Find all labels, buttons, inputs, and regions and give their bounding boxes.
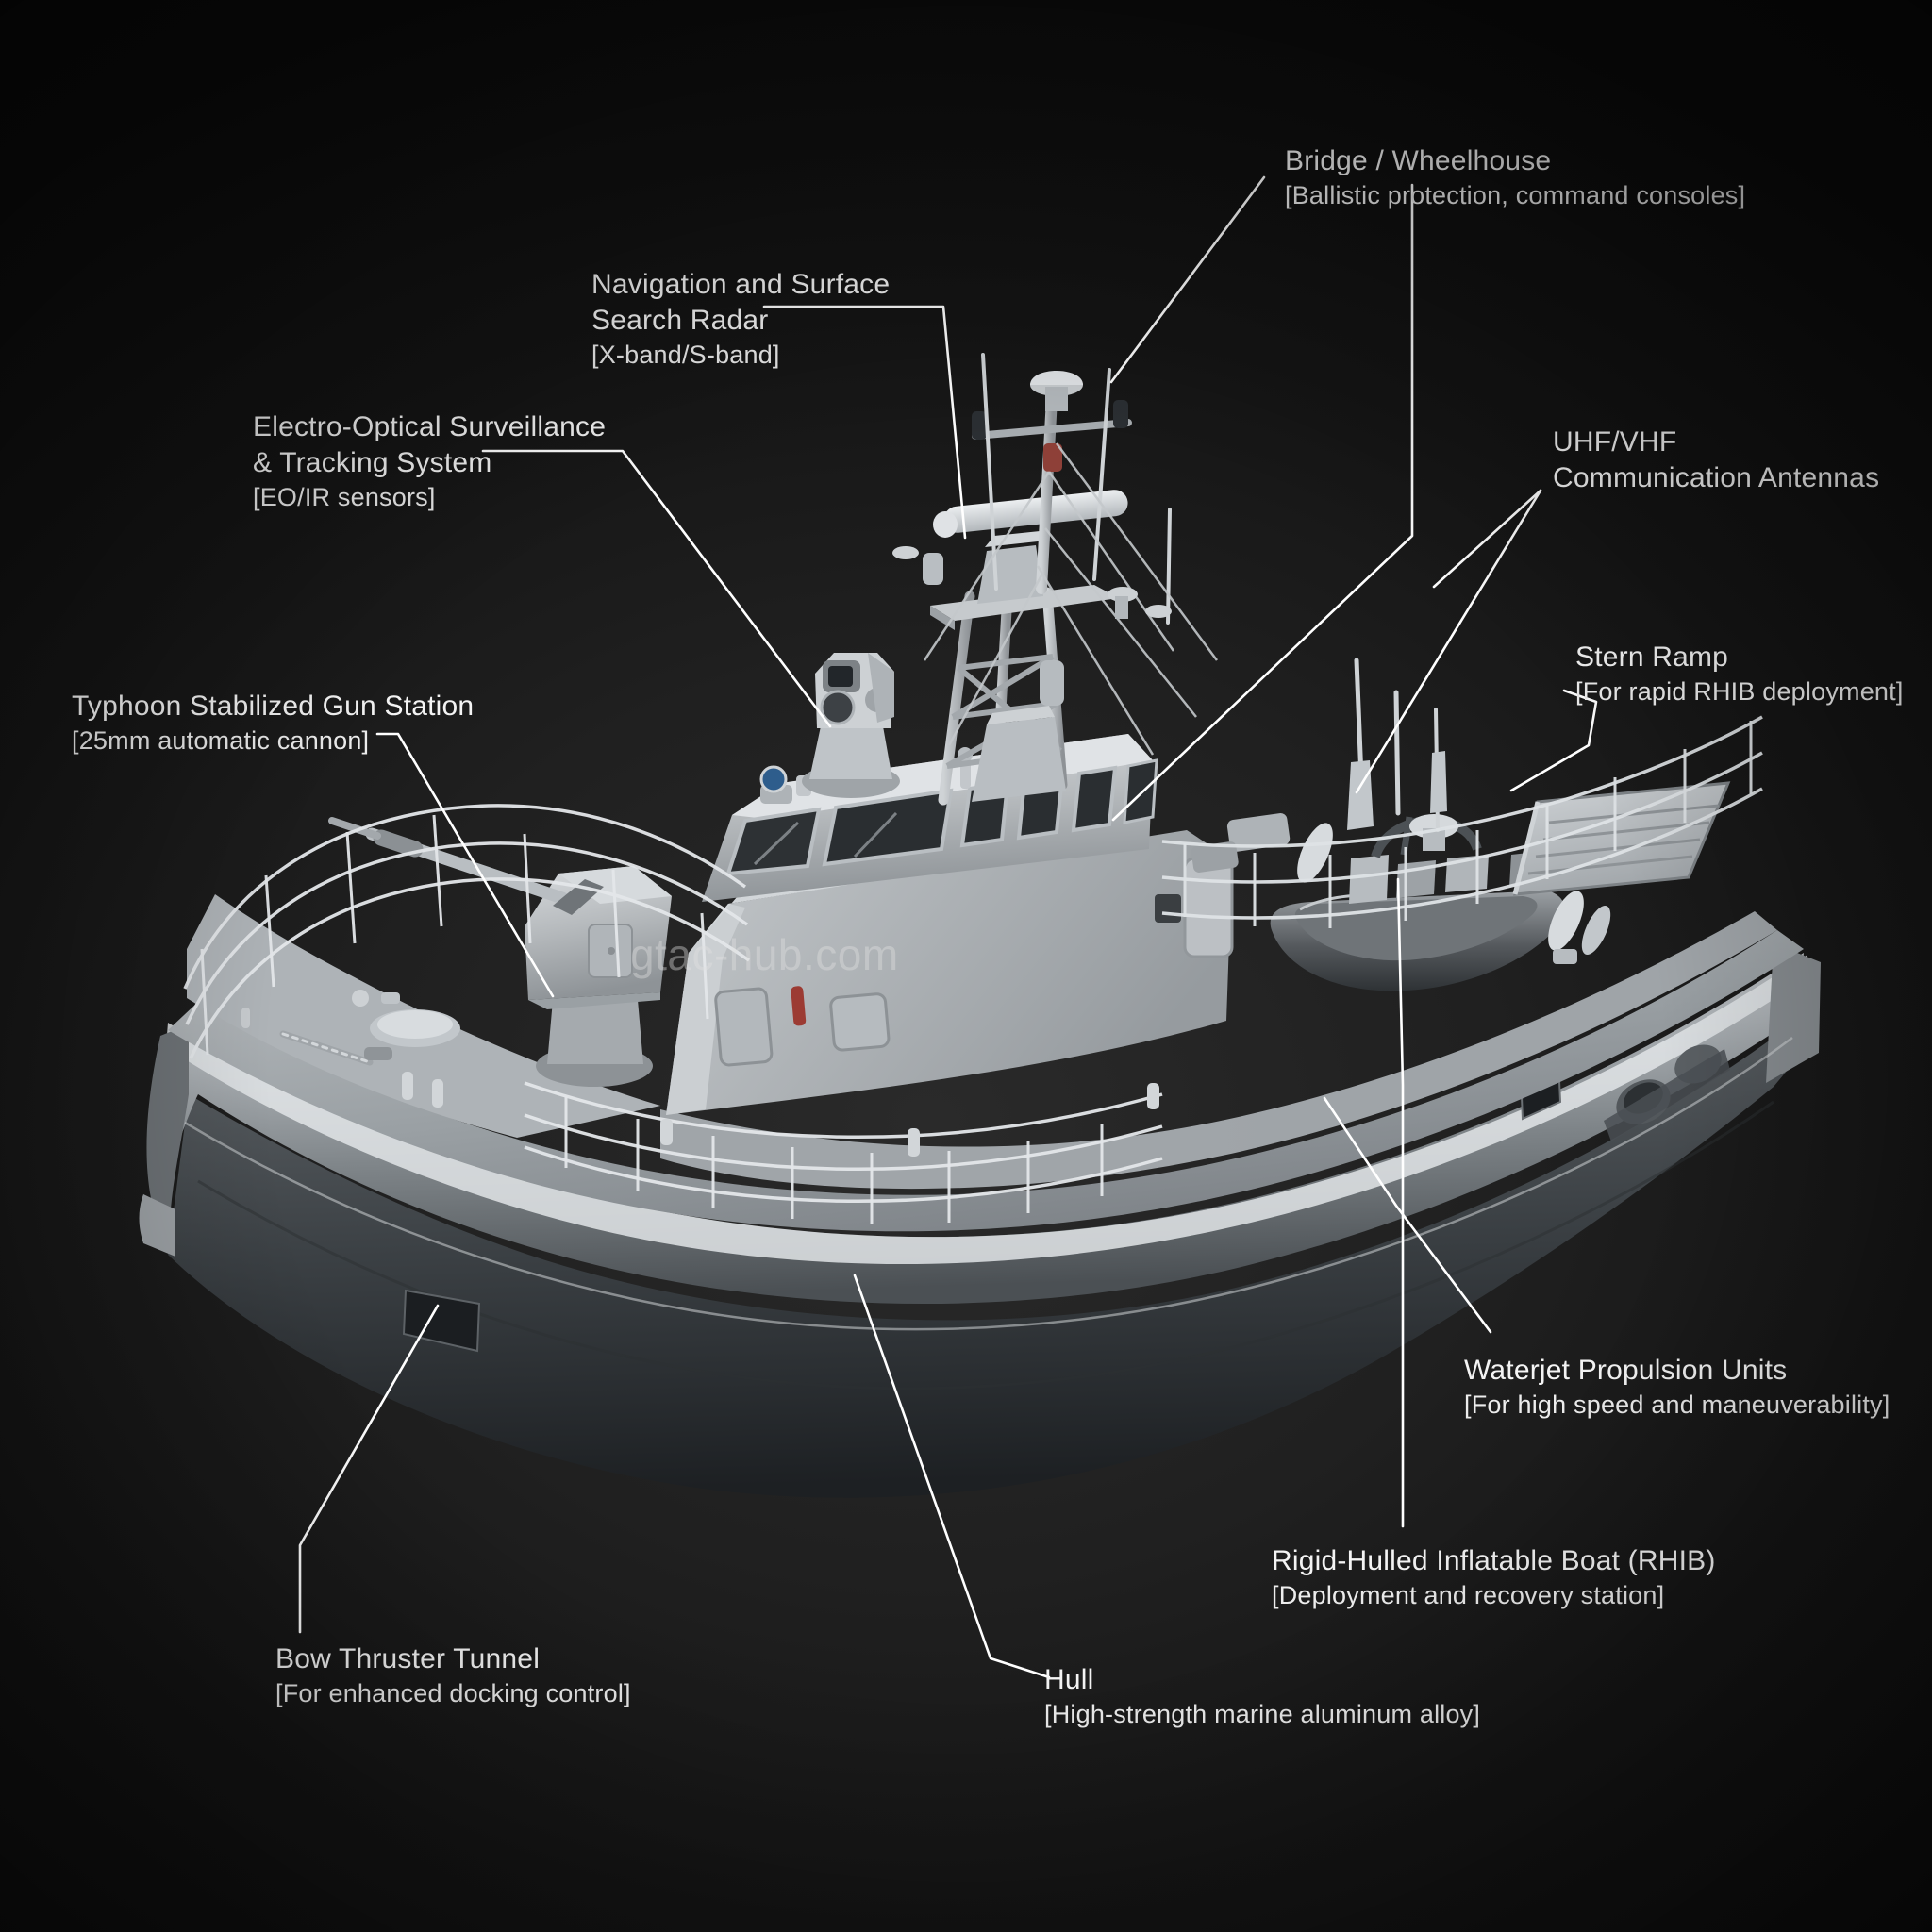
funnel — [972, 717, 1066, 802]
callout-subtitle: [For high speed and maneuverability] — [1464, 1390, 1890, 1419]
callout-subtitle: [Ballistic protection, command consoles] — [1285, 180, 1746, 209]
deck-hatch-2 — [829, 992, 891, 1052]
callout-uhf-vhf-antennas: UHF/VHF Communication Antennas — [1553, 425, 1879, 496]
callout-title: Hull — [1044, 1664, 1094, 1695]
callout-title: Electro-Optical Surveillance — [253, 411, 607, 442]
callout-title-line2: Communication Antennas — [1553, 461, 1880, 493]
callout-waterjet-propulsion: Waterjet Propulsion Units [For high spee… — [1464, 1353, 1890, 1421]
callout-navigation-search-radar: Navigation and Surface Search Radar [X-b… — [591, 267, 890, 371]
aft-deck-group — [1161, 658, 1763, 991]
callout-title: Rigid-Hulled Inflatable Boat (RHIB) — [1272, 1545, 1716, 1576]
callout-stern-ramp: Stern Ramp [For rapid RHIB deployment] — [1575, 640, 1904, 708]
callout-title-line2: Search Radar — [591, 304, 769, 336]
deck-hatch-1 — [714, 987, 774, 1067]
uhf-vhf-communication-antennas — [1347, 658, 1447, 832]
callout-bridge-wheelhouse: Bridge / Wheelhouse [Ballistic protectio… — [1285, 143, 1745, 211]
callout-subtitle: [High-strength marine aluminum alloy] — [1044, 1699, 1481, 1728]
callout-subtitle: [X-band/S-band] — [591, 340, 780, 369]
callout-hull: Hull [High-strength marine aluminum allo… — [1044, 1662, 1480, 1730]
deck-hatch-3 — [1183, 857, 1234, 958]
callout-title: Waterjet Propulsion Units — [1464, 1355, 1788, 1386]
callout-title: Bow Thruster Tunnel — [275, 1643, 541, 1674]
callout-title: UHF/VHF — [1553, 426, 1677, 458]
antenna-base-1 — [1347, 760, 1374, 830]
callout-subtitle: [EO/IR sensors] — [253, 482, 436, 511]
callout-subtitle: [25mm automatic cannon] — [72, 725, 370, 755]
callout-typhoon-gun-station: Typhoon Stabilized Gun Station [25mm aut… — [72, 689, 474, 757]
callout-title: Navigation and Surface — [591, 269, 891, 300]
watermark: gtac-hub.com — [630, 930, 899, 979]
callout-title-line2: & Tracking System — [253, 446, 492, 478]
deck-hatch-4 — [1155, 894, 1181, 923]
callout-subtitle: [For enhanced docking control] — [275, 1678, 631, 1707]
electro-optical-sensor-turret — [802, 653, 900, 798]
gps-dome — [1030, 371, 1083, 411]
radar-pedestal — [977, 545, 1043, 604]
callout-rhib: Rigid-Hulled Inflatable Boat (RHIB) [Dep… — [1272, 1543, 1716, 1611]
callout-electro-optical-system: Electro-Optical Surveillance & Tracking … — [253, 409, 606, 513]
gun-pedestal — [547, 1000, 643, 1064]
callout-title: Stern Ramp — [1575, 641, 1729, 673]
callout-title: Bridge / Wheelhouse — [1285, 145, 1552, 176]
mast-group — [892, 353, 1219, 806]
callout-subtitle: [For rapid RHIB deployment] — [1575, 676, 1904, 706]
callout-subtitle: [Deployment and recovery station] — [1272, 1580, 1665, 1609]
callout-title: Typhoon Stabilized Gun Station — [72, 691, 475, 722]
callout-bow-thruster-tunnel: Bow Thruster Tunnel [For enhanced dockin… — [275, 1641, 631, 1709]
